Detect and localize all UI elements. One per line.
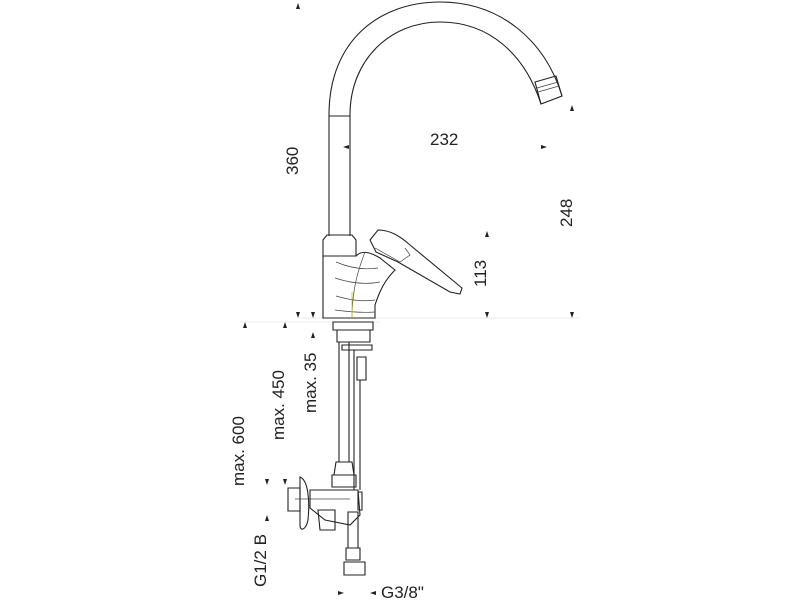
dim-max-450: max. 450 bbox=[269, 370, 288, 440]
dim-total-height: 360 bbox=[283, 147, 302, 175]
dimension-arrows bbox=[243, 3, 574, 595]
extension-lines bbox=[240, 317, 580, 323]
dim-lever-height: 113 bbox=[471, 260, 490, 287]
faucet-spout bbox=[328, 1, 563, 236]
dim-spout-height: 248 bbox=[557, 199, 576, 227]
dim-max-35: max. 35 bbox=[301, 353, 320, 413]
lever-handle bbox=[369, 229, 463, 295]
dim-spout-reach: 232 bbox=[430, 130, 458, 149]
dim-outlet-thread: G3/8" bbox=[381, 583, 424, 600]
mounting-hardware bbox=[332, 321, 374, 381]
dim-max-600: max. 600 bbox=[229, 416, 248, 486]
faucet-body bbox=[322, 234, 396, 319]
angle-valve bbox=[287, 476, 366, 576]
dim-inlet-thread: G1/2 B bbox=[251, 534, 270, 587]
supply-hoses bbox=[331, 342, 361, 490]
